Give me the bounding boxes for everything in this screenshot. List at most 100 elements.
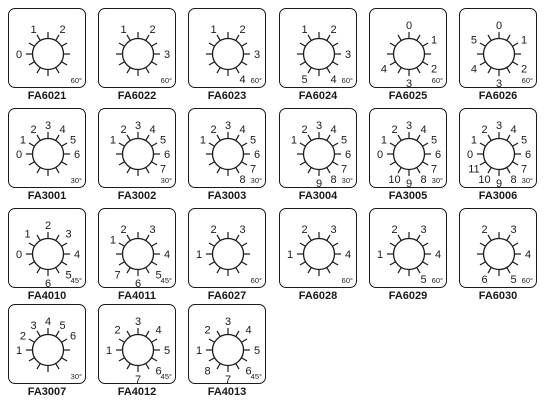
position-label: 2 (521, 64, 527, 76)
step-angle-label: 45° (70, 276, 82, 285)
position-label: 2 (481, 224, 487, 236)
position-label: 1 (20, 135, 26, 147)
dial-tick (422, 42, 429, 47)
dial-tick (512, 61, 519, 66)
dial-tick (28, 142, 35, 147)
position-label: 4 (155, 325, 161, 337)
dial-tick (389, 61, 396, 66)
step-angle-label: 60° (521, 76, 533, 85)
position-label: 1 (196, 249, 202, 261)
model-code-label: FA6029 (388, 290, 428, 302)
dial-tick (145, 134, 150, 141)
position-label: 3 (496, 78, 502, 89)
dial-tick (235, 167, 240, 174)
position-label: 3 (30, 320, 36, 332)
dial-tick (241, 42, 248, 47)
position-label: 2 (20, 331, 26, 343)
dial-tick (28, 261, 35, 266)
position-label: 7 (114, 270, 120, 282)
dial-tick (332, 242, 339, 247)
dial-circle (482, 37, 516, 71)
model-code-label: FA6021 (27, 90, 67, 102)
dial-tick (126, 34, 131, 41)
position-label: 2 (120, 124, 126, 136)
step-angle-label: 30° (70, 372, 82, 381)
model-code-label: FA4013 (207, 386, 247, 398)
position-label: 1 (291, 135, 297, 147)
position-label: 2 (301, 124, 307, 136)
dial-tick (61, 357, 68, 362)
dial-tick (216, 67, 221, 74)
model-code-label: FA6030 (478, 290, 518, 302)
position-label: 1 (287, 249, 293, 261)
position-label: 5 (59, 320, 65, 332)
position-label: 5 (65, 270, 71, 282)
dial-tick (216, 34, 221, 41)
position-label: 3 (149, 224, 155, 236)
position-label: 8 (510, 174, 516, 186)
dial-tick (118, 61, 125, 66)
position-label: 3 (330, 224, 336, 236)
position-label: 0 (16, 249, 22, 261)
position-label: 9 (406, 178, 412, 189)
model-code-label: FA3005 (388, 190, 428, 202)
dial-circle (482, 137, 516, 171)
dial-tick (422, 161, 429, 166)
dial-tick (241, 61, 248, 66)
dial-tick (216, 167, 221, 174)
dial-tick (55, 330, 60, 337)
dial-tick (61, 42, 68, 47)
position-label: 5 (70, 135, 76, 147)
dial-tick (55, 167, 60, 174)
dial-tick (241, 261, 248, 266)
dial-tick (307, 234, 312, 241)
dial-tick (332, 42, 339, 47)
position-label: 4 (149, 124, 155, 136)
dial-tick (422, 61, 429, 66)
dial-tick (487, 134, 492, 141)
position-label: 2 (30, 124, 36, 136)
position-label: 2 (45, 220, 51, 232)
position-label: 6 (70, 331, 76, 343)
dial-tick (487, 67, 492, 74)
dial-tick (389, 242, 396, 247)
step-angle-label: 45° (160, 372, 172, 381)
dial-tick (151, 357, 158, 362)
position-label: 4 (471, 64, 477, 76)
dial-tick (126, 363, 131, 370)
position-label: 0 (16, 49, 22, 61)
position-label: 1 (381, 135, 387, 147)
dial-tick (479, 242, 486, 247)
position-label: 4 (45, 316, 51, 328)
dial-tick (397, 34, 402, 41)
dial-tick (151, 338, 158, 343)
dial-tick (55, 234, 60, 241)
step-angle-label: 60° (70, 76, 82, 85)
position-label: 8 (420, 174, 426, 186)
position-label: 3 (164, 49, 170, 61)
model-code-label: FA6022 (117, 90, 157, 102)
dial-tick (397, 167, 402, 174)
dial-tick (208, 42, 215, 47)
position-label: 1 (301, 24, 307, 36)
position-label: 10 (388, 174, 400, 186)
dial-tick (126, 134, 131, 141)
position-label: 4 (239, 124, 245, 136)
position-label: 6 (74, 149, 80, 161)
position-label: 2 (330, 24, 336, 36)
position-label: 6 (164, 149, 170, 161)
position-label: 7 (250, 164, 256, 176)
dial-tick (332, 261, 339, 266)
dial-tick (506, 167, 511, 174)
dial-tick (235, 330, 240, 337)
model-code-label: FA3002 (117, 190, 157, 202)
dial-tick (145, 234, 150, 241)
